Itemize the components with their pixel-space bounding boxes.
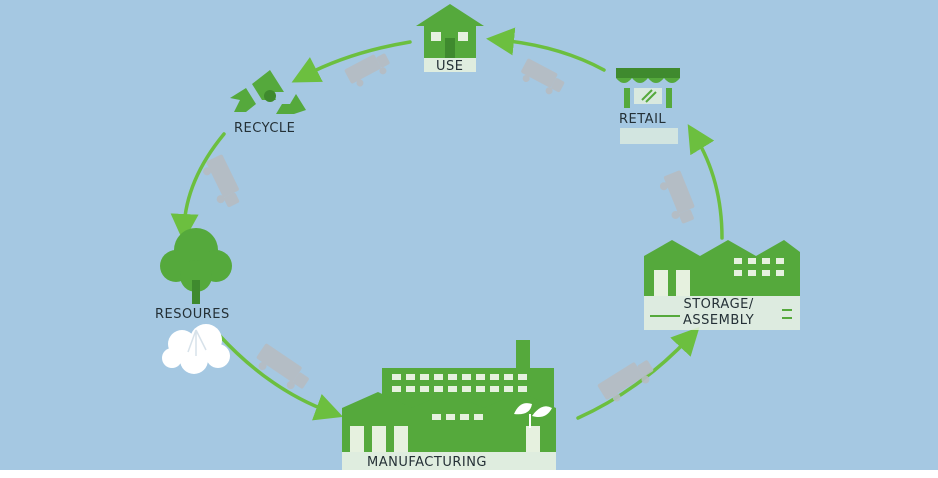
flow-arrows [170,27,724,421]
truck-icon [256,343,309,390]
stage-label-storage-line2: ASSEMBLY [683,313,755,328]
stage-label-use: USE [436,59,464,74]
stage-label-resources: RESOURES [155,307,230,322]
warehouse-icon [644,240,800,330]
arrow-use-to-recycle [291,40,412,83]
stage-label-retail: RETAIL [619,112,667,127]
house-icon [416,4,484,72]
truck-icon [521,58,565,95]
arrow-recycle-to-resources [170,132,226,242]
recycle-icon [230,70,306,114]
stage-label-storage-line1: STORAGE/ [683,297,754,312]
arrow-retail-to-use [486,27,606,72]
truck-icon [203,154,240,208]
truck-icons [203,53,695,402]
tree-icon [160,228,232,374]
stage-label-recycle: RECYCLE [234,121,296,136]
arrow-resources-to-manufacturing [218,334,344,421]
arrow-storage-to-retail [687,124,724,240]
retail-stall-icon [616,68,680,144]
bottom-margin [0,470,938,478]
factory-icon [342,340,556,470]
arrow-manufacturing-to-storage [576,326,700,420]
truck-icon [597,360,654,402]
stage-label-storage-assembly: STORAGE/ ASSEMBLY [683,297,754,329]
truck-icon [659,170,695,224]
stage-label-manufacturing: MANUFACTURING [367,455,487,470]
truck-icon [344,53,390,87]
